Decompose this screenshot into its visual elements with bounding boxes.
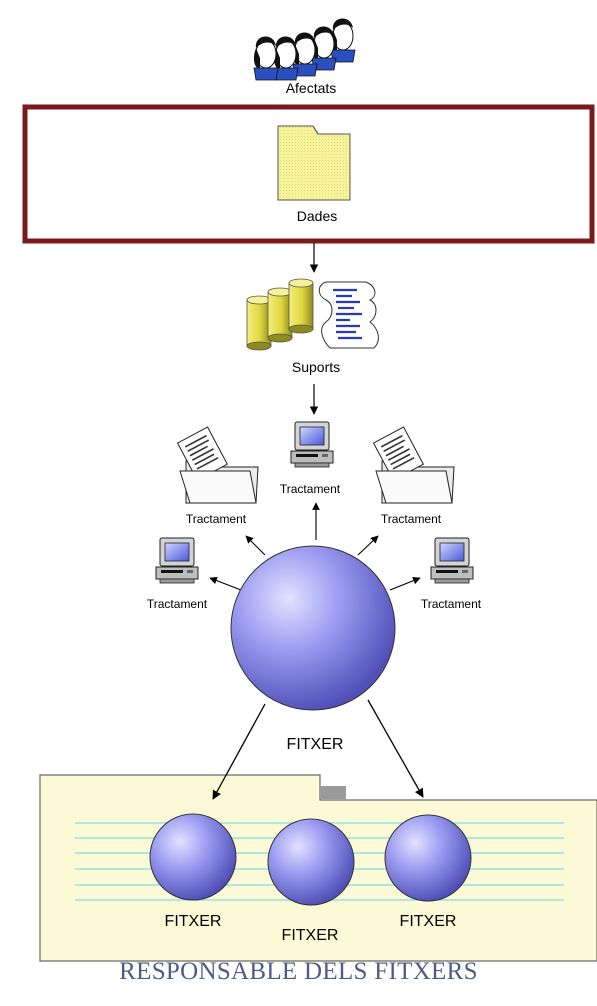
main-file-label: FITXER bbox=[287, 736, 344, 753]
tractament-top-label: Tractament bbox=[280, 482, 341, 496]
diagram-caption: RESPONSABLE DELS FITXERS bbox=[119, 958, 478, 985]
folder-documents-icon-left bbox=[176, 426, 259, 504]
file-sphere-3 bbox=[384, 814, 472, 902]
tractament-left-lower-label: Tractament bbox=[147, 597, 208, 611]
people-group-icon bbox=[253, 17, 356, 81]
file-3-label: FITXER bbox=[400, 913, 457, 930]
tractament-right-lower-label: Tractament bbox=[421, 597, 482, 611]
file-sphere-1 bbox=[149, 813, 237, 901]
file-2-label: FITXER bbox=[282, 927, 339, 944]
computer-icon-top bbox=[290, 421, 334, 468]
processing-arrows bbox=[209, 502, 421, 591]
main-file-sphere bbox=[230, 545, 396, 711]
tractament-left-upper-label: Tractament bbox=[186, 512, 247, 526]
afectats-label: Afectats bbox=[286, 80, 337, 96]
folder-icon bbox=[277, 125, 351, 201]
tractament-right-upper-label: Tractament bbox=[381, 512, 442, 526]
drawer-arrows bbox=[212, 699, 424, 800]
computer-icon-right bbox=[430, 537, 474, 584]
file-1-label: FITXER bbox=[165, 913, 222, 930]
file-sphere-2 bbox=[267, 818, 355, 906]
dades-highlight-frame bbox=[22, 104, 595, 244]
dades-label: Dades bbox=[297, 208, 337, 224]
folder-documents-icon-right bbox=[372, 426, 455, 504]
database-document-icon bbox=[246, 278, 379, 351]
suports-label: Suports bbox=[292, 359, 340, 375]
computer-icon-left bbox=[155, 537, 199, 584]
